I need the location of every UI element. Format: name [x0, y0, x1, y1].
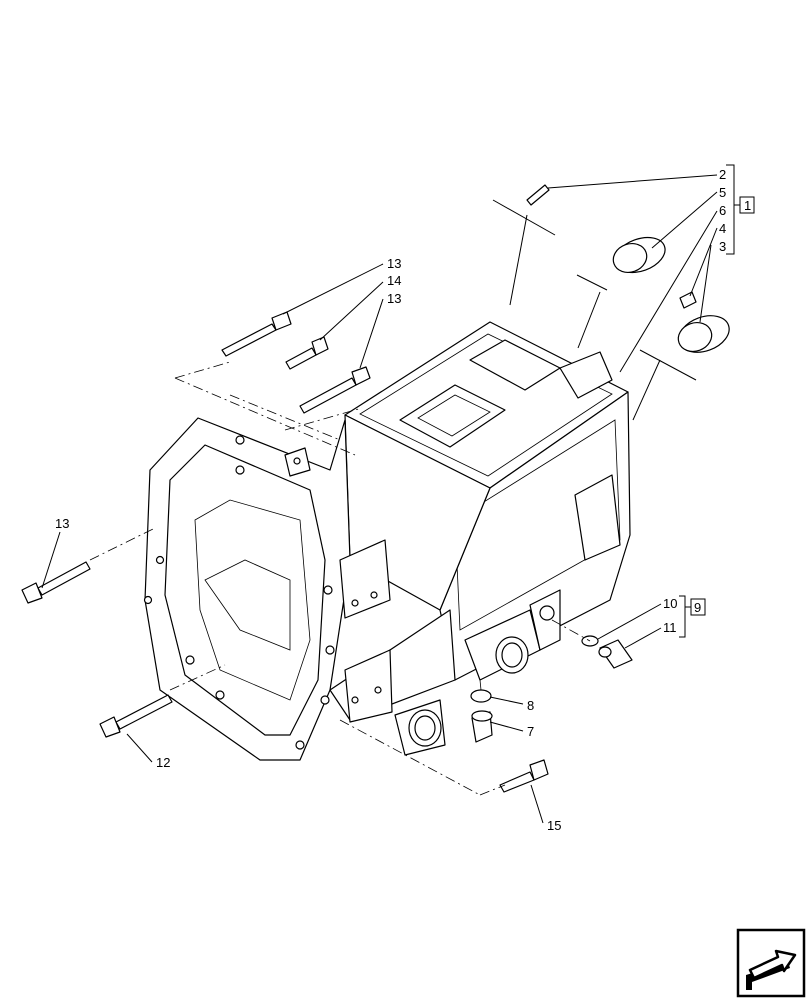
callout-15: 15 [547, 818, 561, 833]
callout-6: 6 [719, 203, 726, 218]
callout-11: 11 [663, 620, 677, 635]
callout-12: 12 [156, 755, 170, 770]
transmission-housing [143, 321, 631, 761]
bolt-part-13a [221, 311, 292, 357]
set-screw-part-4 [679, 291, 697, 309]
plug-part-7 [471, 710, 493, 743]
bushing-part-5 [612, 236, 666, 274]
bolt-part-13b [299, 366, 371, 414]
bushing-part-3 [677, 315, 730, 353]
kit-bracket-1 [726, 164, 755, 255]
callout-13-top: 13 [387, 256, 401, 271]
bolt-part-15 [499, 759, 549, 793]
callout-10: 10 [663, 596, 677, 611]
callout-8: 8 [527, 698, 534, 713]
callout-13-left: 13 [55, 516, 69, 531]
fitting-part-11 [598, 639, 633, 669]
bolt-part-12 [99, 694, 173, 738]
callout-4: 4 [719, 221, 726, 236]
kit-bracket-9 [679, 595, 706, 638]
callout-13-mid: 13 [387, 291, 401, 306]
bolt-part-13c [21, 561, 91, 604]
next-page-arrow-icon[interactable] [736, 928, 806, 998]
pin-part-2 [526, 184, 550, 206]
o-ring-part-8 [470, 689, 492, 703]
callout-14: 14 [387, 273, 401, 288]
insertion-guide-lines [492, 199, 697, 421]
callout-2: 2 [719, 167, 726, 182]
callout-5: 5 [719, 185, 726, 200]
kit-label-1: 1 [744, 198, 751, 213]
kit-label-9: 9 [694, 600, 701, 615]
leader-lines [41, 174, 718, 824]
assembly-center-lines [89, 361, 591, 796]
callout-7: 7 [527, 724, 534, 739]
callout-3: 3 [719, 239, 726, 254]
bolt-part-14 [285, 336, 329, 370]
